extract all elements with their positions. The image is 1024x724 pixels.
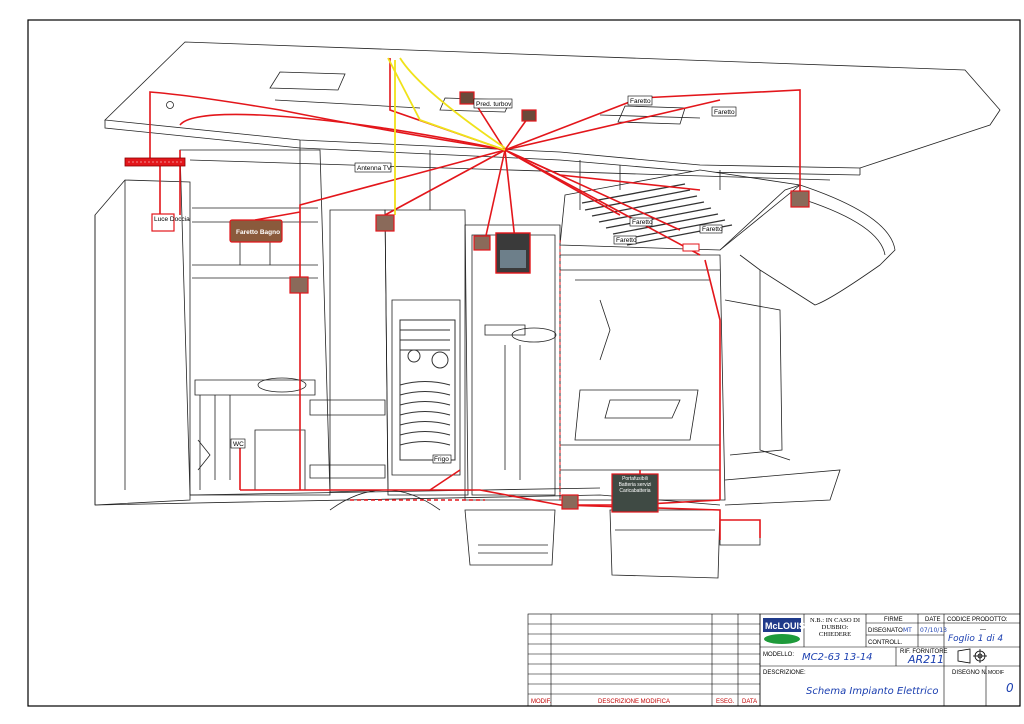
component-luce-doccia: Luce Doccia [151, 213, 190, 232]
modello-value: MC2-63 13-14 [802, 652, 873, 663]
hood-switch [790, 190, 810, 208]
label-luce-doccia: Luce Doccia [154, 216, 190, 223]
label-antenna-tv: Antenna TV [357, 165, 392, 172]
label-faretto-a: Faretto [630, 98, 651, 105]
floor-switch [561, 494, 579, 510]
label-frigo: Frigo [434, 456, 449, 463]
foglio-value: Foglio 1 di 4 [948, 634, 1003, 644]
component-frigo: Frigo [432, 454, 452, 464]
component-fuse-battery-panel: Portafusibili Batteria servizi Caricabat… [611, 473, 659, 513]
controll-label: CONTROLL. [868, 640, 903, 646]
mclouis-logo: McLOUIS [763, 618, 805, 644]
label-faretto-c: Faretto [632, 219, 653, 226]
control-panel-screen [500, 250, 526, 268]
disegno-value: 0 [1006, 681, 1014, 695]
label-faretto-e: Faretto [616, 237, 637, 244]
codice-prodotto-value: — [980, 627, 986, 633]
label-pannello: Portafusibili Batteria servizi Caricabat… [618, 476, 652, 494]
camper-3d-drawing [94, 41, 1001, 579]
date-header: DATE [925, 617, 941, 623]
rif-fornitore-label: RIF. FORNITORE [900, 649, 948, 655]
bathroom-switch [289, 276, 309, 294]
roof-fan-module [521, 109, 537, 122]
component-faretto-bed-d: Faretto [699, 224, 723, 234]
disegno-n-label: DISEGNO N. [952, 670, 988, 676]
descrizione-label: DESCRIZIONE: [763, 670, 806, 676]
logo-text: McLOUIS [765, 621, 805, 631]
label-pred-turbov: Pred. turbov [476, 101, 512, 108]
projection-symbol-icon [957, 648, 987, 664]
firme-header: FIRME [884, 617, 903, 623]
wiring-harness [149, 58, 801, 540]
component-faretto-bagno: Faretto Bagno [229, 219, 283, 243]
component-faretto-roof-b: Faretto [711, 106, 737, 117]
col-eseg: ESEG. [716, 699, 735, 705]
bed-switch [682, 243, 700, 252]
disegnato-by: MT [903, 627, 912, 634]
modif-abbrev-label: MODIF [988, 670, 1004, 676]
label-faretto-d: Faretto [702, 226, 723, 233]
component-antenna-tv: Antenna TV [354, 162, 392, 173]
rif-fornitore-value: AR211 [907, 653, 944, 666]
antenna-cable [387, 57, 506, 215]
wardrobe-switch [375, 214, 395, 232]
entry-switch [473, 235, 491, 251]
label-faretto-b: Faretto [714, 109, 735, 116]
drawing-border [27, 19, 1021, 707]
disegnato-date: 07/10/13 [920, 627, 947, 634]
col-descrizione-modifica: DESCRIZIONE MODIFICA [598, 699, 670, 705]
modello-label: MODELLO: [763, 652, 794, 658]
col-data: DATA [742, 699, 757, 705]
component-wc: WC [230, 438, 246, 449]
led-strip-light [124, 157, 186, 167]
codice-prodotto-label: CODICE PRODOTTO: [947, 617, 1008, 623]
revision-table [527, 613, 761, 707]
label-faretto-bagno: Faretto Bagno [236, 229, 280, 236]
component-faretto-roof-a: Faretto [627, 95, 653, 106]
component-faretto-bed-c: Faretto [629, 217, 653, 227]
component-faretto-bed-e: Faretto [613, 235, 637, 245]
component-pred-turbov: Pred. turbov [459, 91, 513, 109]
descrizione-value: Schema Impianto Elettrico [806, 686, 938, 697]
col-modif: MODIF. [531, 699, 552, 705]
disegnato-label: DISEGNATO [868, 628, 903, 634]
nb-note: N.B.: IN CASO DI DUBBIO: CHIEDERE [809, 617, 861, 638]
label-wc: WC [233, 441, 244, 448]
title-block: MODIF. DESCRIZIONE MODIFICA ESEG. DATA M… [527, 613, 1021, 707]
